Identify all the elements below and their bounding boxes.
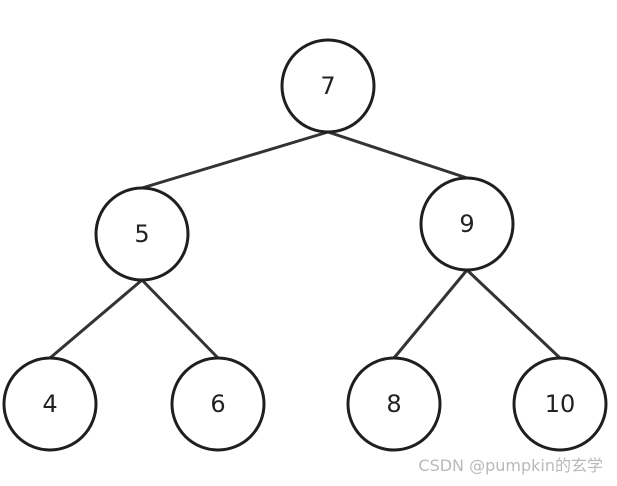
edge-left-to-left-right: [140, 278, 220, 360]
tree-node-left-left: 4: [2, 356, 98, 452]
node-circle-right-right: [512, 356, 608, 452]
edge-right-to-right-right: [465, 268, 562, 360]
node-circle-right-left: [346, 356, 442, 452]
node-label-right-left: 8: [386, 390, 401, 418]
tree-node-left-right: 6: [170, 356, 266, 452]
edge-right-to-right-left: [392, 268, 469, 360]
tree-nodes: 7 5 9 4 6 8 10: [2, 38, 608, 452]
tree-node-right: 9: [419, 176, 515, 272]
node-label-left-right: 6: [210, 390, 225, 418]
tree-node-left: 5: [94, 186, 190, 282]
edge-root-to-left: [140, 130, 330, 190]
node-circle-root: [280, 38, 376, 134]
edge-left-to-left-left: [48, 278, 144, 360]
tree-node-right-right: 10: [512, 356, 608, 452]
edge-root-to-right: [326, 130, 469, 180]
node-circle-right: [419, 176, 515, 272]
node-label-root: 7: [320, 72, 335, 100]
node-circle-left-right: [170, 356, 266, 452]
tree-edges: [48, 130, 562, 360]
tree-node-right-left: 8: [346, 356, 442, 452]
node-circle-left: [94, 186, 190, 282]
node-label-right-right: 10: [545, 390, 576, 418]
watermark: CSDN @pumpkin的玄学: [418, 456, 603, 475]
node-circle-left-left: [2, 356, 98, 452]
node-label-left: 5: [134, 220, 149, 248]
tree-node-root: 7: [280, 38, 376, 134]
node-label-right: 9: [459, 210, 474, 238]
node-label-left-left: 4: [42, 390, 57, 418]
